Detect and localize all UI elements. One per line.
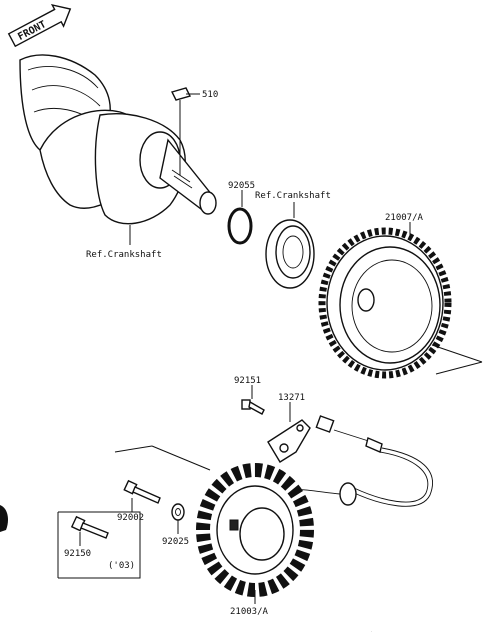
label-92055: 92055 (228, 181, 255, 191)
stator-wire-connector (289, 415, 433, 507)
oil-seal-ref-crankshaft (265, 219, 315, 289)
bolt-92150-box (57, 511, 141, 579)
label-13271: 13271 (278, 393, 305, 403)
stator-21003 (196, 463, 314, 597)
edge-mark (0, 505, 8, 532)
label-92150: 92150 (64, 549, 91, 559)
faint-mark: . (370, 628, 373, 633)
washer-92025 (171, 503, 185, 521)
woodruff-key-510 (170, 87, 192, 101)
label-510: 510 (202, 90, 218, 100)
label-92025: 92025 (162, 537, 189, 547)
bracket-13271 (267, 419, 311, 463)
crankshaft-illustration (19, 54, 217, 225)
label-21007: 21007/A (385, 213, 424, 223)
label-ref-crankshaft-upper: Ref.Crankshaft (255, 191, 331, 201)
bolt-92002 (123, 479, 161, 504)
label-92151: 92151 (234, 376, 261, 386)
label-ref-crankshaft-lower: Ref.Crankshaft (86, 250, 162, 260)
bolt-92151 (241, 399, 265, 415)
label-21003: 21003/A (230, 607, 269, 617)
label-92002: 92002 (117, 513, 144, 523)
front-arrow-icon: FRONT (7, 3, 72, 48)
label-92150-note: ('03) (108, 561, 135, 571)
flywheel-21007 (318, 227, 452, 379)
o-ring-92055 (227, 207, 253, 245)
